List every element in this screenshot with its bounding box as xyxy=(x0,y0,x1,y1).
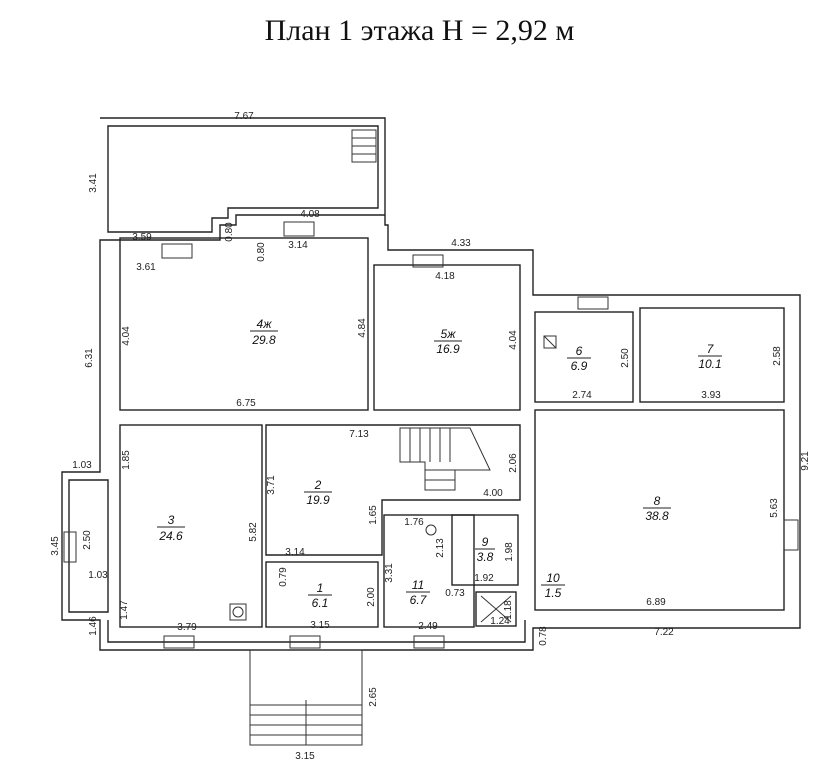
dim: 5.63 xyxy=(769,498,780,518)
dim: 1.85 xyxy=(121,450,132,470)
dim: 2.13 xyxy=(435,538,446,558)
plan-title: План 1 этажа H = 2,92 м xyxy=(264,14,575,47)
dim: 1.24 xyxy=(490,616,510,627)
room-6-num: 6 xyxy=(576,344,583,358)
dim: 4.84 xyxy=(357,318,368,338)
dim: 1.03 xyxy=(72,460,92,471)
dim: 6.75 xyxy=(236,398,256,409)
room-1-area: 6.1 xyxy=(312,596,329,610)
room-3-area: 24.6 xyxy=(158,529,183,543)
dim: 3.14 xyxy=(285,547,305,558)
dim: 5.82 xyxy=(248,522,259,542)
dim: 0.79 xyxy=(278,567,289,587)
room-4-area: 29.8 xyxy=(251,333,276,347)
room-8-num: 8 xyxy=(654,494,661,508)
dim: 6.31 xyxy=(84,348,95,368)
dim: 1.76 xyxy=(404,517,424,528)
dim: 3.61 xyxy=(136,262,156,273)
stairs-top xyxy=(351,129,377,163)
dim: 1.98 xyxy=(504,542,515,562)
dim: 4.04 xyxy=(508,330,519,350)
room-10-area: 1.5 xyxy=(545,586,562,600)
dim: 4.18 xyxy=(435,271,455,282)
room-11-num: 11 xyxy=(412,578,424,592)
room-6 xyxy=(534,311,634,403)
room-11 xyxy=(383,514,475,628)
room-8 xyxy=(534,409,785,611)
room-5-num: 5ж xyxy=(441,327,457,341)
dim: 3.93 xyxy=(701,390,721,401)
dim: 6.89 xyxy=(646,597,666,608)
room-2 xyxy=(265,424,521,556)
room-2-area: 19.9 xyxy=(306,493,330,507)
room-1 xyxy=(265,561,379,628)
dim: 3.71 xyxy=(266,475,277,495)
dim: 3.15 xyxy=(310,620,330,631)
room-9 xyxy=(451,514,519,586)
room-11-area: 6.7 xyxy=(410,593,428,607)
dim: 1.92 xyxy=(474,573,494,584)
dim: 9.21 xyxy=(800,451,811,471)
dim: 3.59 xyxy=(132,232,152,243)
dim: 1.18 xyxy=(503,600,514,620)
room-3 xyxy=(119,424,263,628)
dim: 2.50 xyxy=(620,348,631,368)
dim: 7.22 xyxy=(654,627,674,638)
stove-icon xyxy=(229,603,247,621)
dim: 7.67 xyxy=(234,111,254,122)
shaft-icon xyxy=(480,595,512,623)
room-1-num: 1 xyxy=(317,581,324,595)
room-10-num: 10 xyxy=(546,571,560,585)
dim: 3.14 xyxy=(288,240,308,251)
dim: 3.31 xyxy=(384,563,395,583)
room-4-num: 4ж xyxy=(257,317,273,331)
dim: 2.58 xyxy=(772,346,783,366)
room-9-area: 3.8 xyxy=(477,550,494,564)
dim: 4.00 xyxy=(483,488,503,499)
dim: 2.49 xyxy=(418,621,438,632)
dim: 2.74 xyxy=(572,390,592,401)
dim: 1.03 xyxy=(88,570,108,581)
dim: 1.47 xyxy=(119,600,130,620)
dim: 1.65 xyxy=(368,505,379,525)
dim: 4.33 xyxy=(451,238,471,249)
room-4 xyxy=(119,237,369,411)
room-10 xyxy=(475,591,517,627)
dim: 0.80 xyxy=(224,222,235,242)
stairs-internal xyxy=(399,427,491,491)
dim: 0.80 xyxy=(256,242,267,262)
room-7-num: 7 xyxy=(707,342,715,356)
boiler-icon xyxy=(543,335,557,349)
room-6-area: 6.9 xyxy=(571,359,588,373)
dim: 4.08 xyxy=(300,209,320,220)
room-5 xyxy=(373,264,521,411)
room-7 xyxy=(639,307,785,403)
room-5-area: 16.9 xyxy=(436,342,460,356)
dim: 2.65 xyxy=(368,687,379,707)
dim: 0.78 xyxy=(538,626,549,646)
room-2-num: 2 xyxy=(314,478,322,492)
dim: 2.00 xyxy=(366,587,377,607)
dim: 2.06 xyxy=(508,453,519,473)
room-8-area: 38.8 xyxy=(645,509,669,523)
dim: 3.45 xyxy=(50,536,61,556)
dim: 4.04 xyxy=(121,326,132,346)
dimensions: 7.67 3.41 4.08 3.14 0.80 0.80 3.59 3.61 … xyxy=(50,111,811,762)
dim: 0.73 xyxy=(445,588,465,599)
room-9-num: 9 xyxy=(482,535,489,549)
dim: 3.79 xyxy=(177,622,197,633)
room-labels: 4ж 29.8 5ж 16.9 6 6.9 7 10.1 3 24.6 2 19… xyxy=(157,317,722,610)
windows xyxy=(63,221,799,649)
dim: 7.13 xyxy=(349,429,369,440)
toilet-icon xyxy=(425,524,437,536)
dim: 2.50 xyxy=(82,530,93,550)
dim: 1.46 xyxy=(88,616,99,636)
room-3-num: 3 xyxy=(168,513,175,527)
entrance-porch xyxy=(249,649,363,746)
dim: 3.41 xyxy=(88,173,99,193)
room-7-area: 10.1 xyxy=(698,357,721,371)
dim: 3.15 xyxy=(295,751,315,762)
outer-walls xyxy=(61,117,801,651)
